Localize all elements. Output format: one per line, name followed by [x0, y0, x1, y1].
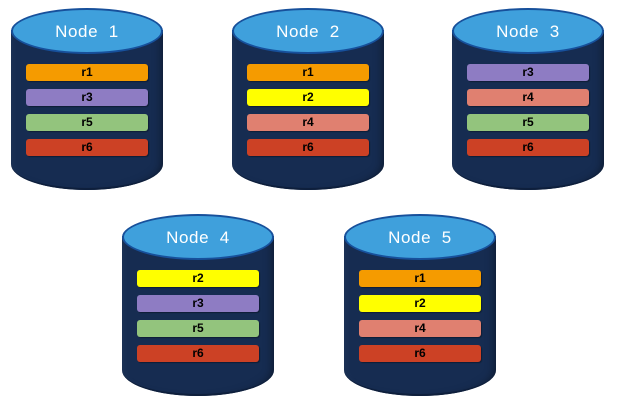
replica-bar[interactable]: r4: [359, 320, 481, 337]
node-cylinder[interactable]: Node 2 r1 r2 r4 r6: [232, 8, 384, 190]
node-label: Node 2: [276, 22, 340, 41]
node-label: Node 5: [388, 228, 452, 247]
cylinder-top-ellipse: [232, 8, 384, 54]
cylinder-body: [11, 30, 163, 190]
replica-list: r1 r3 r5 r6: [11, 64, 163, 156]
node-label: Node 3: [496, 22, 560, 41]
replica-list: r1 r2 r4 r6: [344, 270, 496, 362]
cylinder-body: [122, 236, 274, 396]
node-label: Node 1: [55, 22, 119, 41]
cylinder-body: [344, 236, 496, 396]
replica-list: r3 r4 r5 r6: [452, 64, 604, 156]
cylinder-body: [232, 30, 384, 190]
replica-bar[interactable]: r3: [467, 64, 589, 81]
replica-list: r1 r2 r4 r6: [232, 64, 384, 156]
replica-list: r2 r3 r5 r6: [122, 270, 274, 362]
replica-bar[interactable]: r3: [26, 89, 148, 106]
cylinder-body: [452, 30, 604, 190]
replica-bar[interactable]: r2: [137, 270, 259, 287]
replica-bar[interactable]: r1: [26, 64, 148, 81]
replica-bar[interactable]: r3: [137, 295, 259, 312]
cylinder-top-ellipse: [452, 8, 604, 54]
replica-bar[interactable]: r6: [359, 345, 481, 362]
replica-bar[interactable]: r5: [467, 114, 589, 131]
replica-bar[interactable]: r6: [137, 345, 259, 362]
cylinder-top-ellipse: [11, 8, 163, 54]
node-cylinder[interactable]: Node 4 r2 r3 r5 r6: [122, 214, 274, 396]
node-cylinder[interactable]: Node 5 r1 r2 r4 r6: [344, 214, 496, 396]
replica-bar[interactable]: r1: [359, 270, 481, 287]
replica-bar[interactable]: r2: [359, 295, 481, 312]
node-label: Node 4: [166, 228, 230, 247]
replica-bar[interactable]: r5: [26, 114, 148, 131]
cylinder-top-ellipse: [122, 214, 274, 260]
replica-bar[interactable]: r6: [26, 139, 148, 156]
replica-bar[interactable]: r5: [137, 320, 259, 337]
cylinder-top-ellipse: [344, 214, 496, 260]
replica-bar[interactable]: r4: [467, 89, 589, 106]
replica-bar[interactable]: r1: [247, 64, 369, 81]
replica-bar[interactable]: r6: [467, 139, 589, 156]
replica-bar[interactable]: r4: [247, 114, 369, 131]
node-cylinder[interactable]: Node 3 r3 r4 r5 r6: [452, 8, 604, 190]
replica-bar[interactable]: r2: [247, 89, 369, 106]
replica-bar[interactable]: r6: [247, 139, 369, 156]
node-cylinder[interactable]: Node 1 r1 r3 r5 r6: [11, 8, 163, 190]
